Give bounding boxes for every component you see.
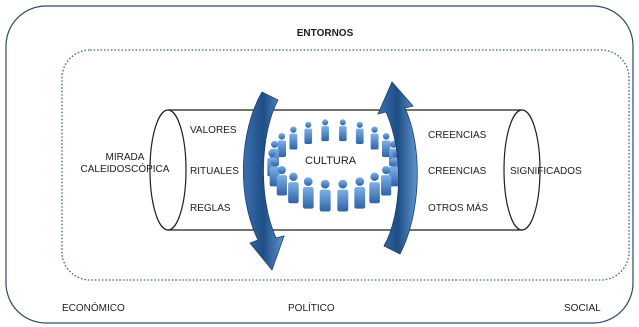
person-figure [304, 121, 313, 144]
right-item-creencias-2: CREENCIAS [428, 166, 487, 177]
right-item-otros: OTROS MÁS [428, 203, 489, 214]
person-figure [321, 119, 329, 142]
person-figure [277, 133, 286, 158]
center-label: CULTURA [305, 155, 357, 167]
person-figure [302, 177, 314, 209]
right-item-creencias-1: CREENCIAS [428, 130, 487, 141]
person-figure [337, 179, 349, 212]
person-figure [288, 172, 299, 204]
right-cap-label: SIGNIFICADOS [510, 166, 582, 177]
person-figure [370, 126, 379, 150]
person-figure [319, 179, 331, 212]
left-item-reglas: REGLAS [190, 203, 231, 214]
bottom-label-politico: POLÍTICO [288, 303, 335, 314]
left-cycle-arrow [242, 91, 285, 271]
outer-title: ENTORNOS [296, 28, 354, 39]
bottom-label-social: SOCIAL [564, 303, 601, 314]
bottom-label-economico: ECONÓMICO [62, 303, 125, 314]
left-cap-label: MIRADA CALEIDOSCÓPICA [72, 152, 178, 176]
cylinder [149, 109, 541, 231]
person-figure [339, 119, 347, 142]
inner-dotted-frame [61, 49, 630, 281]
person-figure [382, 133, 391, 158]
outer-frame [5, 5, 634, 324]
left-item-rituales: RITUALES [190, 166, 239, 177]
cylinder-left-cap [149, 109, 187, 231]
left-cap-line1: MIRADA [105, 152, 145, 163]
people-circle-icon [267, 119, 401, 212]
person-figure [354, 177, 366, 209]
person-figure [381, 165, 392, 196]
cylinder-right-cap [503, 109, 541, 231]
person-figure [369, 172, 380, 204]
person-figure [276, 165, 287, 196]
left-item-valores: VALORES [190, 125, 237, 136]
right-cycle-arrow [377, 81, 418, 255]
left-cap-line2: CALEIDOSCÓPICA [80, 164, 170, 175]
person-figure [289, 126, 298, 150]
person-figure [355, 121, 364, 144]
